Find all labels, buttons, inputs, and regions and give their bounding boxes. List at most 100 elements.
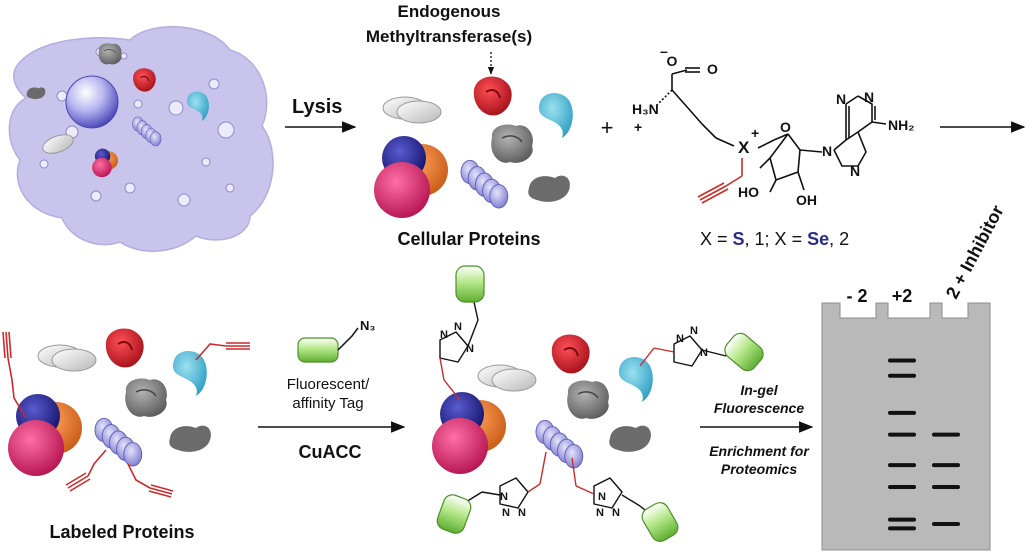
green-tag bbox=[434, 491, 474, 537]
legend-mid: , 1; X = bbox=[745, 229, 808, 249]
gel-bands bbox=[888, 358, 960, 531]
tp-chain-protein bbox=[535, 419, 584, 469]
cp-cyan-protein bbox=[538, 93, 573, 138]
gel: - 2 +2 2 + Inhibitor bbox=[821, 202, 1008, 551]
atom-nh2: NH₂ bbox=[888, 117, 914, 133]
atom-x: X bbox=[738, 138, 750, 157]
readout-bottom-line1: Enrichment for bbox=[709, 443, 810, 459]
gel-band-lane2 bbox=[888, 526, 916, 531]
tp-complex-protein bbox=[432, 392, 506, 474]
atom-n7: N bbox=[850, 163, 860, 179]
triazole-linkers bbox=[439, 301, 735, 515]
cofactor-structure bbox=[655, 67, 887, 204]
readout-top-line2: Fluorescence bbox=[714, 400, 804, 416]
gel-band-lane2 bbox=[888, 358, 916, 363]
gel-band-lane3 bbox=[932, 484, 960, 489]
atom-o: O bbox=[707, 61, 718, 77]
atom-ho: HO bbox=[738, 184, 759, 200]
atom-n9: N bbox=[822, 143, 832, 159]
triazole-atoms: N N N N N N N N N N N N bbox=[440, 321, 708, 519]
tp-cyan-protein bbox=[618, 357, 653, 402]
triazole-n-label: N bbox=[500, 491, 508, 503]
cofactor-legend: X = S, 1; X = Se, 2 bbox=[700, 229, 849, 249]
gel-band-lane2 bbox=[888, 410, 916, 415]
cp-red-protein bbox=[472, 75, 513, 117]
lp-gray-protein bbox=[124, 377, 168, 418]
legend-se: Se bbox=[807, 229, 829, 249]
labeled-proteins bbox=[2, 327, 250, 498]
atom-plus-n: + bbox=[634, 119, 642, 135]
triazole-n-label: N bbox=[596, 507, 604, 519]
tp-red-protein bbox=[550, 333, 591, 375]
lysis-label: Lysis bbox=[292, 96, 342, 118]
tp-gray-protein bbox=[566, 379, 610, 420]
triazole-n-label: N bbox=[598, 491, 606, 503]
gel-lane-label-plus: +2 bbox=[892, 286, 913, 306]
cell-oval-protein bbox=[42, 134, 74, 154]
triazole-n-label: N bbox=[502, 507, 510, 519]
azide-label: N₃ bbox=[360, 318, 375, 333]
alkyne-handles bbox=[2, 331, 250, 498]
triazole-n-label: N bbox=[690, 325, 698, 337]
atom-o-minus: O bbox=[667, 53, 678, 69]
cp-complex-protein bbox=[374, 136, 448, 218]
lp-chain-protein bbox=[94, 417, 143, 467]
legend-s: S bbox=[733, 229, 745, 249]
tag-caption-line1: Fluorescent/ bbox=[287, 376, 370, 393]
green-tag bbox=[455, 265, 485, 303]
enzyme-label-line2: Methyltransferase(s) bbox=[366, 27, 532, 46]
tp-dark-protein bbox=[609, 425, 651, 452]
triazole-n-label: N bbox=[454, 321, 462, 333]
atom-plus-x: + bbox=[751, 125, 759, 141]
lp-dark-protein bbox=[169, 425, 211, 452]
gel-band-lane2 bbox=[888, 463, 916, 468]
gel-band-lane2 bbox=[888, 517, 916, 522]
tag-reagent: N₃ bbox=[297, 318, 375, 363]
enzyme-label-line1: Endogenous bbox=[398, 2, 501, 21]
lp-red-protein bbox=[104, 327, 145, 369]
cp-dark-protein bbox=[528, 175, 570, 202]
triazole-n-label: N bbox=[612, 507, 620, 519]
gel-band-lane3 bbox=[932, 432, 960, 437]
cell-vesicles bbox=[39, 47, 235, 207]
atom-o-ring: O bbox=[780, 119, 791, 135]
gel-band-lane3 bbox=[932, 463, 960, 468]
gel-band-lane3 bbox=[932, 522, 960, 527]
atom-n3: N bbox=[836, 91, 846, 107]
gel-lane-label-minus: - 2 bbox=[846, 286, 867, 306]
labeled-proteins-label: Labeled Proteins bbox=[49, 522, 194, 542]
cp-gray-protein bbox=[490, 123, 534, 164]
cell bbox=[8, 25, 274, 252]
nucleus bbox=[65, 75, 119, 129]
gel-body bbox=[821, 302, 991, 551]
cuacc-label: CuACC bbox=[299, 442, 362, 462]
atom-oh: OH bbox=[796, 192, 817, 208]
gel-band-lane2 bbox=[888, 484, 916, 489]
triazole-n-label: N bbox=[466, 343, 474, 355]
tag-caption-line2: affinity Tag bbox=[292, 395, 363, 412]
cellular-proteins-label: Cellular Proteins bbox=[397, 229, 540, 249]
atom-h3n: H₃N bbox=[632, 101, 659, 117]
cell-membrane bbox=[8, 25, 274, 252]
gel-lane-label-inhibitor: 2 + Inhibitor bbox=[942, 202, 1008, 302]
lp-oval-protein bbox=[37, 344, 97, 372]
atom-n1: N bbox=[864, 89, 874, 105]
triazole-n-label: N bbox=[700, 347, 708, 359]
cellular-proteins bbox=[374, 75, 573, 218]
gel-band-lane2 bbox=[888, 432, 916, 437]
lp-cyan-protein bbox=[172, 351, 207, 396]
triazole-n-label: N bbox=[518, 507, 526, 519]
cell-gray-protein bbox=[98, 42, 122, 65]
cp-chain-protein bbox=[460, 159, 509, 209]
atom-minus: – bbox=[660, 43, 668, 59]
triazole-n-label: N bbox=[440, 329, 448, 341]
legend-suffix: , 2 bbox=[829, 229, 849, 249]
plus-sign: + bbox=[601, 115, 614, 140]
cp-oval-protein bbox=[382, 96, 442, 124]
tp-oval-protein bbox=[477, 364, 537, 392]
triazole-n-label: N bbox=[676, 333, 684, 345]
gel-band-lane2 bbox=[888, 373, 916, 378]
readout-top-line1: In-gel bbox=[740, 382, 778, 398]
tagged-proteins: N N N N N N N N N N N N bbox=[432, 265, 768, 546]
